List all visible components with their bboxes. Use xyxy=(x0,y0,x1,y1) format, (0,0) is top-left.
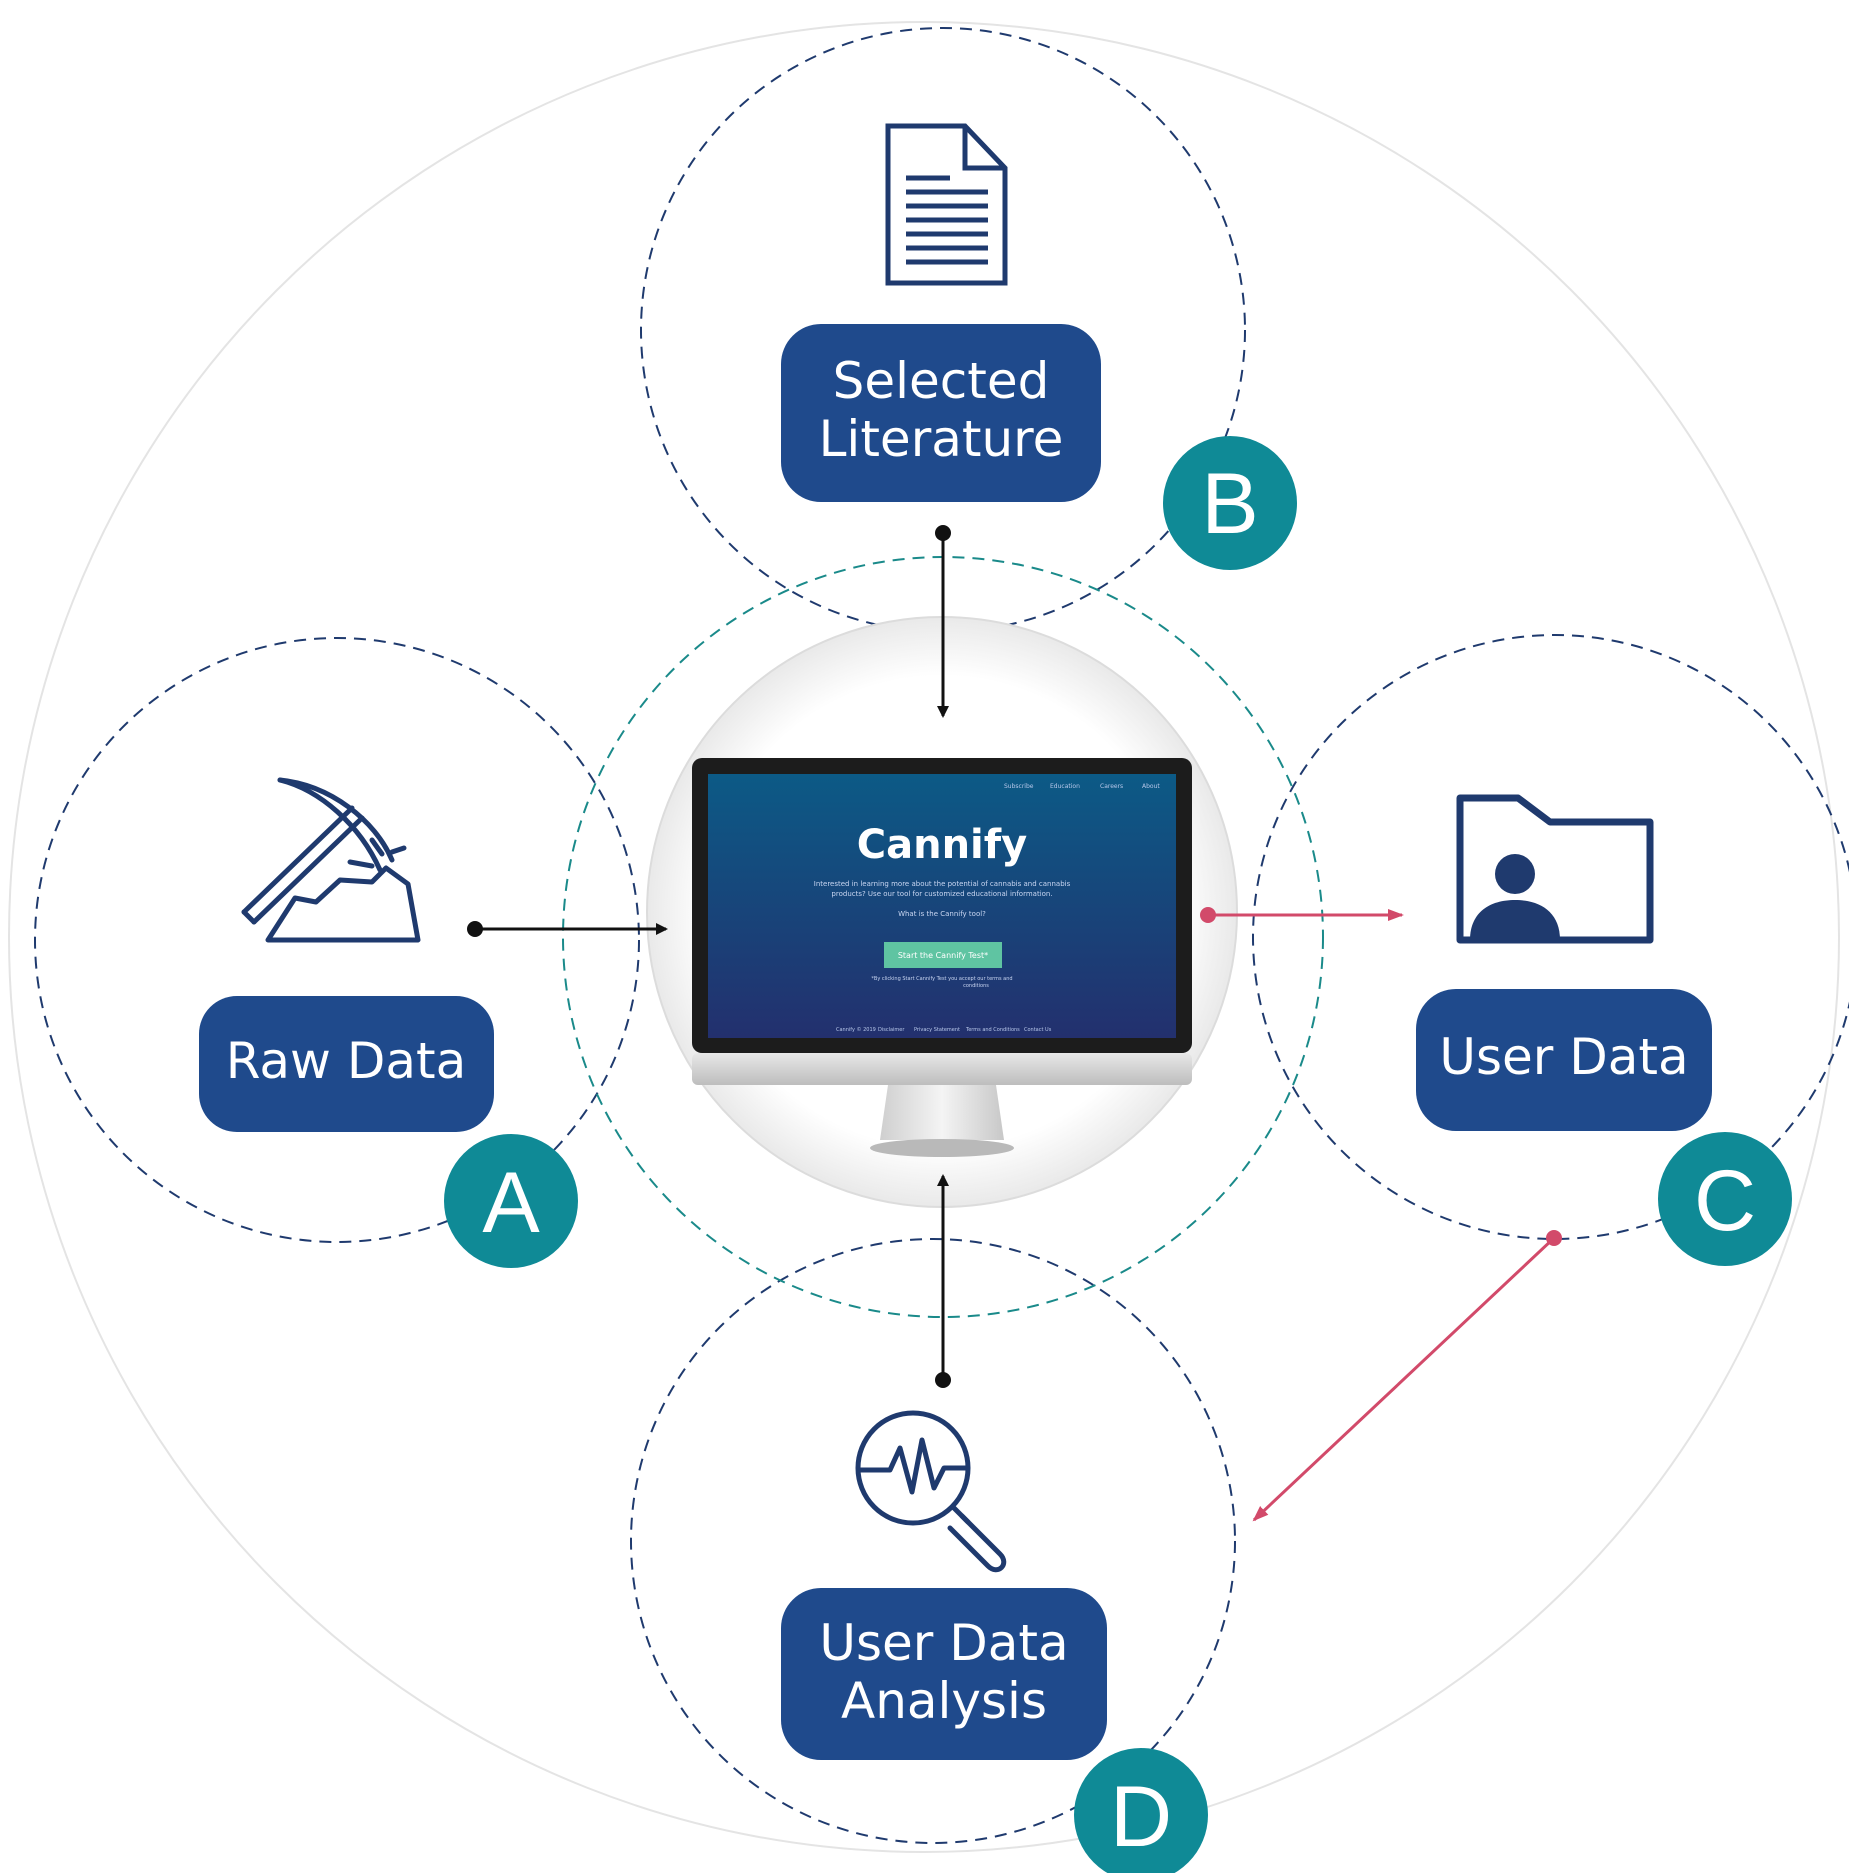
user-data-ring xyxy=(1252,634,1849,1240)
raw-data-ring xyxy=(34,637,640,1243)
screen-start-button-label: Start the Cannify Test* xyxy=(898,951,988,960)
badge-d-letter: D xyxy=(1110,1769,1172,1865)
user-data-label: User Data xyxy=(1439,1028,1688,1086)
literature-label: Literature xyxy=(819,410,1064,468)
screen-consent-link[interactable]: conditions xyxy=(963,983,989,989)
analysis-node[interactable] xyxy=(781,1588,1107,1760)
badge-a-letter: A xyxy=(482,1155,540,1251)
monitor-screen xyxy=(708,774,1176,1038)
badge-b xyxy=(1163,436,1297,570)
screen-footer-item[interactable]: Disclaimer xyxy=(878,1027,905,1033)
badge-a xyxy=(444,1134,578,1268)
user-folder-icon xyxy=(1456,794,1654,944)
literature-node[interactable] xyxy=(781,324,1101,502)
screen-nav-item[interactable]: Subscribe xyxy=(1004,783,1034,790)
literature-ring xyxy=(640,27,1246,633)
user-data-node[interactable] xyxy=(1416,989,1712,1131)
pickaxe-icon xyxy=(241,777,421,943)
document-icon xyxy=(885,123,1008,286)
connector-center-to-user-data xyxy=(1200,907,1404,923)
raw-data-label: Raw Data xyxy=(226,1032,466,1090)
screen-footer-item[interactable]: Privacy Statement xyxy=(914,1027,960,1033)
monitor-stand xyxy=(880,1085,1004,1140)
literature-label: Selected xyxy=(833,352,1050,410)
connector-raw-data-to-center xyxy=(467,921,668,937)
screen-nav-item[interactable]: Education xyxy=(1050,783,1080,790)
screen-nav-item[interactable]: Careers xyxy=(1100,783,1123,790)
screen-footer-item: Cannify © 2019 xyxy=(836,1026,876,1033)
outer-ring xyxy=(8,21,1840,1853)
analysis-label: Analysis xyxy=(841,1672,1047,1730)
badge-d xyxy=(1074,1748,1208,1873)
analysis-label: User Data xyxy=(819,1614,1068,1672)
screen-intro-text: products? Use our tool for customized ed… xyxy=(831,890,1052,898)
screen-consent-text: *By clicking Start Cannify Test you acce… xyxy=(871,976,1012,982)
raw-data-node[interactable] xyxy=(199,996,494,1132)
badge-b-letter: B xyxy=(1201,456,1258,552)
pulse-magnifier-icon xyxy=(855,1410,1007,1573)
screen-nav-item[interactable]: About xyxy=(1142,783,1160,790)
analysis-ring xyxy=(630,1238,1236,1844)
screen-footer-item[interactable]: Contact Us xyxy=(1024,1027,1052,1033)
badge-c-letter: C xyxy=(1694,1153,1756,1249)
badge-c xyxy=(1658,1132,1792,1266)
connector-analysis-to-center xyxy=(935,1174,951,1388)
cannify-monitor: Subscribe Education Careers About Cannif… xyxy=(646,616,1238,1208)
monitor-chin xyxy=(692,1053,1192,1085)
screen-question[interactable]: What is the Cannify tool? xyxy=(898,910,986,918)
screen-logo: Cannify xyxy=(857,822,1028,868)
connector-literature-to-center xyxy=(935,525,951,718)
monitor-base xyxy=(870,1139,1014,1157)
connector-user-data-to-analysis xyxy=(1252,1230,1562,1522)
screen-start-button[interactable] xyxy=(884,942,1002,968)
screen-footer-item[interactable]: Terms and Conditions xyxy=(965,1027,1020,1033)
screen-intro-text: Interested in learning more about the po… xyxy=(814,880,1071,888)
